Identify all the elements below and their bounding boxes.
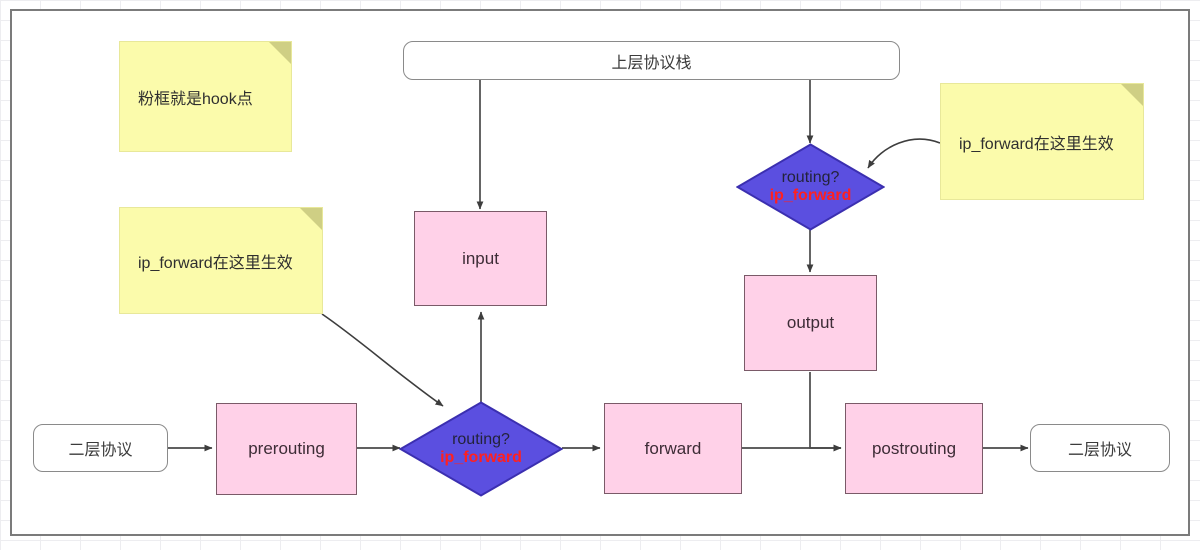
routing-bottom-label-line1: routing?	[452, 431, 510, 449]
node-forward[interactable]: forward	[604, 403, 742, 494]
note-ipforward-right-text: ip_forward在这里生效	[959, 135, 1114, 153]
node-output[interactable]: output	[744, 275, 877, 371]
routing-top-label-line2: ip_forward	[769, 187, 852, 204]
routing-top-label: routing? ip_forward	[736, 143, 885, 231]
note-hook-explanation[interactable]: 粉框就是hook点	[119, 41, 292, 152]
node-routing-decision-bottom[interactable]: routing? ip_forward	[399, 401, 563, 497]
node-l2-protocol-out[interactable]: 二层协议	[1030, 424, 1170, 472]
note-ipforward-right[interactable]: ip_forward在这里生效	[940, 83, 1144, 200]
node-prerouting[interactable]: prerouting	[216, 403, 357, 495]
node-routing-decision-top[interactable]: routing? ip_forward	[736, 143, 885, 231]
note-fold-icon	[269, 42, 291, 64]
node-upper-protocol-stack[interactable]: 上层协议栈	[403, 41, 900, 80]
note-hook-explanation-text: 粉框就是hook点	[138, 90, 253, 108]
note-fold-icon	[300, 208, 322, 230]
node-postrouting[interactable]: postrouting	[845, 403, 983, 494]
node-l2-protocol-in[interactable]: 二层协议	[33, 424, 168, 472]
note-ipforward-left-text: ip_forward在这里生效	[138, 254, 293, 272]
note-fold-icon	[1121, 84, 1143, 106]
routing-top-label-line1: routing?	[781, 169, 840, 187]
routing-bottom-label: routing? ip_forward	[399, 401, 563, 497]
diamond-shape-bottom	[399, 401, 563, 497]
routing-bottom-label-line2: ip_forward	[440, 449, 522, 466]
diamond-shape-top	[736, 143, 885, 231]
note-ipforward-left[interactable]: ip_forward在这里生效	[119, 207, 323, 314]
node-input[interactable]: input	[414, 211, 547, 306]
